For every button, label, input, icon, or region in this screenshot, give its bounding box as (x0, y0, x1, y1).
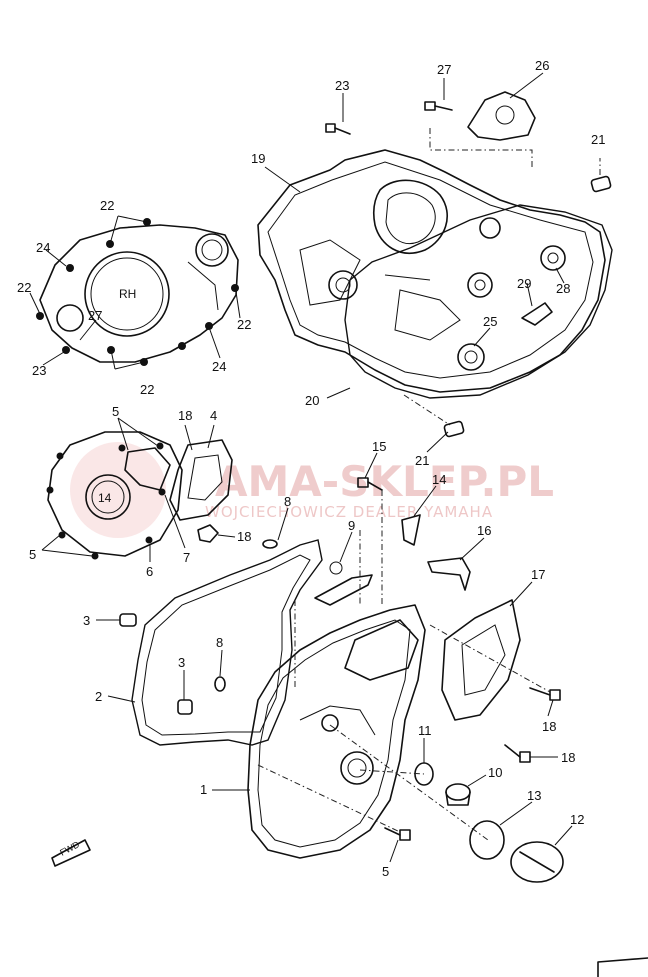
callout-label: 17 (531, 567, 545, 582)
plug-10 (445, 783, 471, 806)
callout-label: 22 (17, 280, 31, 295)
callout-label: 8 (284, 494, 291, 509)
callout-label: 28 (556, 281, 570, 296)
callout-label: 5 (29, 547, 36, 562)
callout-label: 24 (212, 359, 226, 374)
dowel-21-lower (443, 420, 465, 438)
callout-label: 27 (437, 62, 451, 77)
bolt-27 (424, 101, 453, 111)
callout-label: 9 (348, 518, 355, 533)
callout-label: 19 (251, 151, 265, 166)
callout-label: 23 (32, 363, 46, 378)
callout-label: 18 (237, 529, 251, 544)
callout-label: 16 (477, 523, 491, 538)
callout-label: 8 (216, 635, 223, 650)
bolt-18-right-upper (529, 687, 561, 701)
callout-label: 13 (527, 788, 541, 803)
callout-label: 20 (305, 393, 319, 408)
rh-cover: RH (36, 218, 239, 366)
crankcase-cover-1 (247, 604, 426, 859)
dowel-3-lower (177, 699, 193, 715)
callout-label: 25 (483, 314, 497, 329)
cover-17 (441, 599, 521, 721)
fwd-arrow-icon: FWD (51, 839, 91, 867)
part-16 (427, 557, 471, 591)
rh-cover-leader-lines (109, 215, 148, 370)
callout-label: 26 (535, 58, 549, 73)
bolt-18-right-lower (504, 744, 531, 763)
callout-label: 23 (335, 78, 349, 93)
cover-14-text: 14 (98, 491, 112, 505)
part-9 (314, 561, 373, 606)
guide-lines-lower (257, 490, 551, 841)
callout-label: 10 (488, 765, 502, 780)
callout-label: 29 (517, 276, 531, 291)
crankcase-cover-19 (257, 149, 613, 399)
callout-label: 7 (183, 550, 190, 565)
page-corner-mark (597, 957, 648, 977)
callout-label: 18 (561, 750, 575, 765)
callout-label: 22 (140, 382, 154, 397)
dowel-21-top (590, 175, 612, 193)
callout-label: 2 (95, 689, 102, 704)
callout-label: 22 (100, 198, 114, 213)
callout-label: 15 (372, 439, 386, 454)
callout-label: 5 (382, 864, 389, 879)
small-cover-assembly: 14 (46, 431, 236, 560)
cover-rh-text: RH (119, 287, 136, 301)
callout-label: 12 (570, 812, 584, 827)
callout-label: 21 (415, 453, 429, 468)
oring-8-upper (262, 539, 278, 549)
callout-label: 3 (83, 613, 90, 628)
callout-label: 1 (200, 782, 207, 797)
part-14 (401, 514, 421, 546)
callout-label: 22 (237, 317, 251, 332)
callout-label: 14 (432, 472, 446, 487)
callout-label: 4 (210, 408, 217, 423)
callout-label: 11 (418, 723, 432, 738)
part-28 (540, 245, 566, 271)
part-26 (467, 91, 536, 141)
callout-label: 3 (178, 655, 185, 670)
part-29 (521, 302, 553, 326)
callout-label: 5 (112, 404, 119, 419)
gasket-2 (131, 539, 323, 746)
callout-label: 18 (542, 719, 556, 734)
watermark-main-text: AMA-SKLEP.PL (215, 457, 554, 506)
guide-lines-top (403, 128, 601, 426)
bolt-23 (325, 123, 351, 135)
oring-8-lower (214, 676, 226, 692)
cap-12 (510, 841, 564, 883)
callout-labels: 23 27 26 21 19 22 24 22 22 27 23 22 24 2… (17, 58, 605, 879)
callout-label: 18 (178, 408, 192, 423)
dowel-3-upper (119, 613, 137, 627)
bolt-5-lower (384, 827, 411, 841)
callout-label: 24 (36, 240, 50, 255)
callout-label: 6 (146, 564, 153, 579)
oring-13 (469, 820, 505, 860)
callout-label: 21 (591, 132, 605, 147)
bolt-15 (357, 477, 383, 491)
callout-label: 27 (88, 308, 102, 323)
